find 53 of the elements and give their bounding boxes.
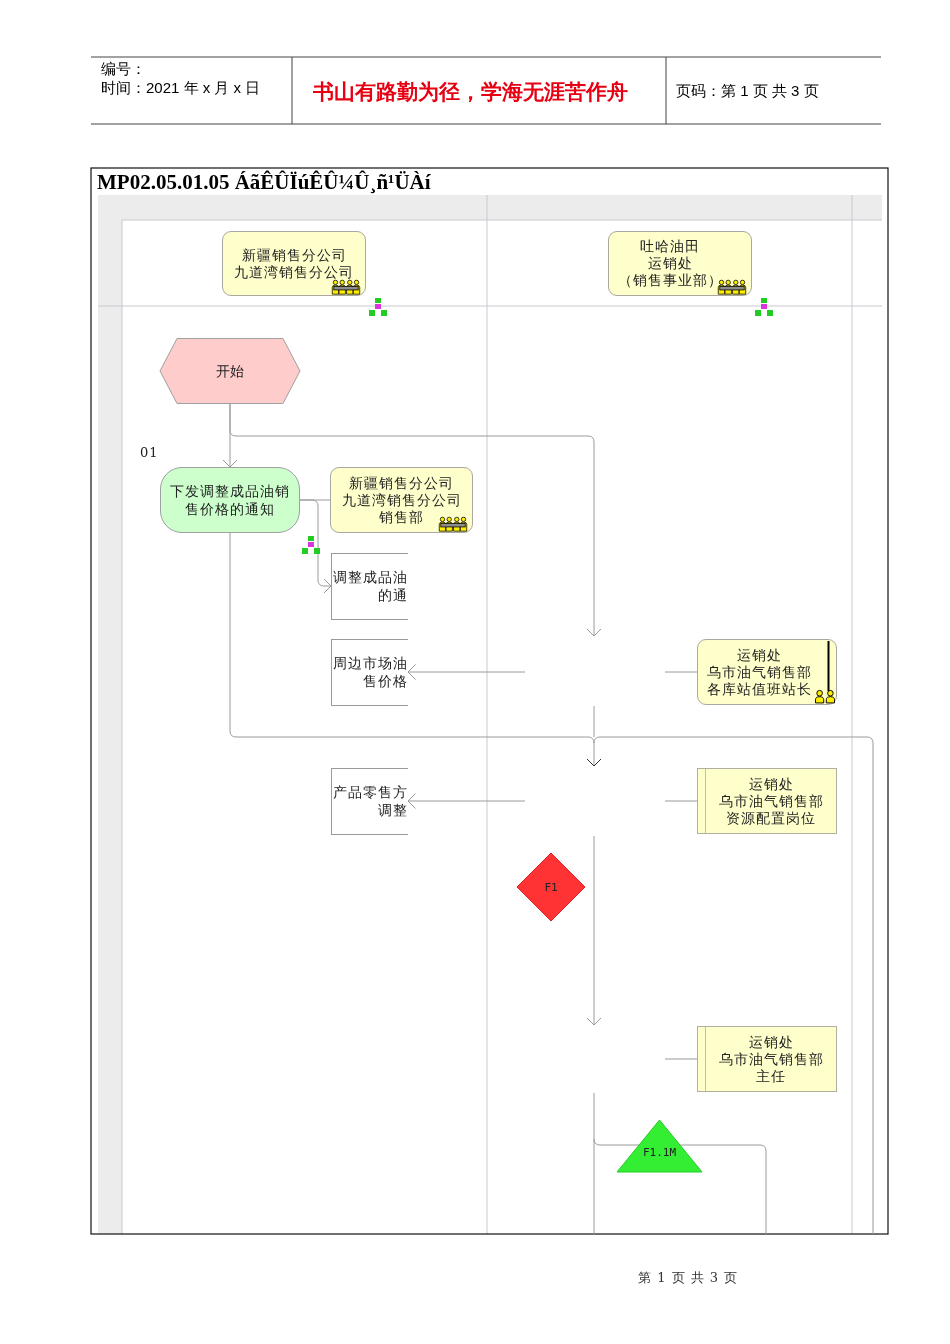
node-label: 周边市场油售价格: [333, 654, 408, 690]
start-hexagon: [160, 338, 300, 404]
process-box: [160, 467, 300, 533]
page-number: 页码：第 1 页 共 3 页: [676, 82, 819, 100]
node-label: 吐哈油田: [640, 238, 700, 255]
node-label: 九道湾销售分公司: [234, 263, 354, 281]
diagram-title: MP02.05.01.05 ÁãÊÛÏúÊÛ¼Û¸ñ¹ÜÀí: [97, 169, 431, 195]
node-label: F1: [544, 880, 558, 894]
connector-line: [299, 499, 331, 501]
node-label: 运销处: [748, 775, 794, 793]
arrow: [299, 499, 332, 594]
connector-line: [664, 671, 698, 673]
position-box: [697, 768, 837, 834]
node-label: F1.1M: [642, 1146, 677, 1159]
node-label: 乌市油气销售部: [718, 1050, 824, 1068]
role-box: [608, 231, 752, 296]
node-label: 主任: [756, 1067, 786, 1085]
node-label: 乌市油气销售部: [706, 663, 812, 681]
connector-line: [664, 1058, 698, 1060]
node-label: 新疆销售分公司: [241, 246, 347, 264]
arrow: [229, 403, 602, 637]
node-label: 九道湾销售分公司: [341, 491, 462, 509]
node-label: 产品零售方调整: [333, 783, 408, 819]
arrow: [407, 664, 526, 680]
node-label: 销售部: [379, 508, 424, 526]
node-label: 运销处: [736, 646, 782, 664]
node-label: 调整成品油的通: [333, 568, 408, 604]
position-box: [697, 1026, 837, 1092]
node-label: 各库站值班站长: [706, 680, 812, 698]
triangle-marker: [617, 1120, 702, 1172]
arrow: [229, 532, 602, 767]
node-label: 下发调整成品油销售价格的通知: [169, 482, 291, 518]
step-number: 01: [140, 445, 159, 461]
node-label: 运销处: [647, 255, 693, 272]
node-label: 资源配置岗位: [726, 809, 816, 827]
node-label: 开始: [216, 362, 244, 380]
field-label: 编号：: [101, 60, 146, 78]
connector-line: [664, 800, 698, 802]
node-label: 乌市油气销售部: [718, 792, 824, 810]
motto-text: 书山有路勤为径，学海无涯苦作舟: [313, 78, 628, 106]
node-label: （销售事业部）: [617, 272, 723, 289]
node-label: 运销处: [748, 1033, 794, 1051]
info-box: [331, 639, 408, 706]
arrow: [407, 793, 526, 809]
role-box: [697, 639, 837, 705]
date-text: 时间：2021 年 x 月 x 日: [101, 79, 261, 97]
role-box: [222, 231, 366, 296]
info-box: [331, 553, 408, 620]
diamond-marker: [517, 853, 585, 921]
role-box: [330, 467, 473, 533]
info-box: [331, 768, 408, 835]
page-number: 第 1 页 共 3 页: [638, 1270, 738, 1286]
node-label: 新疆销售分公司: [349, 474, 454, 492]
